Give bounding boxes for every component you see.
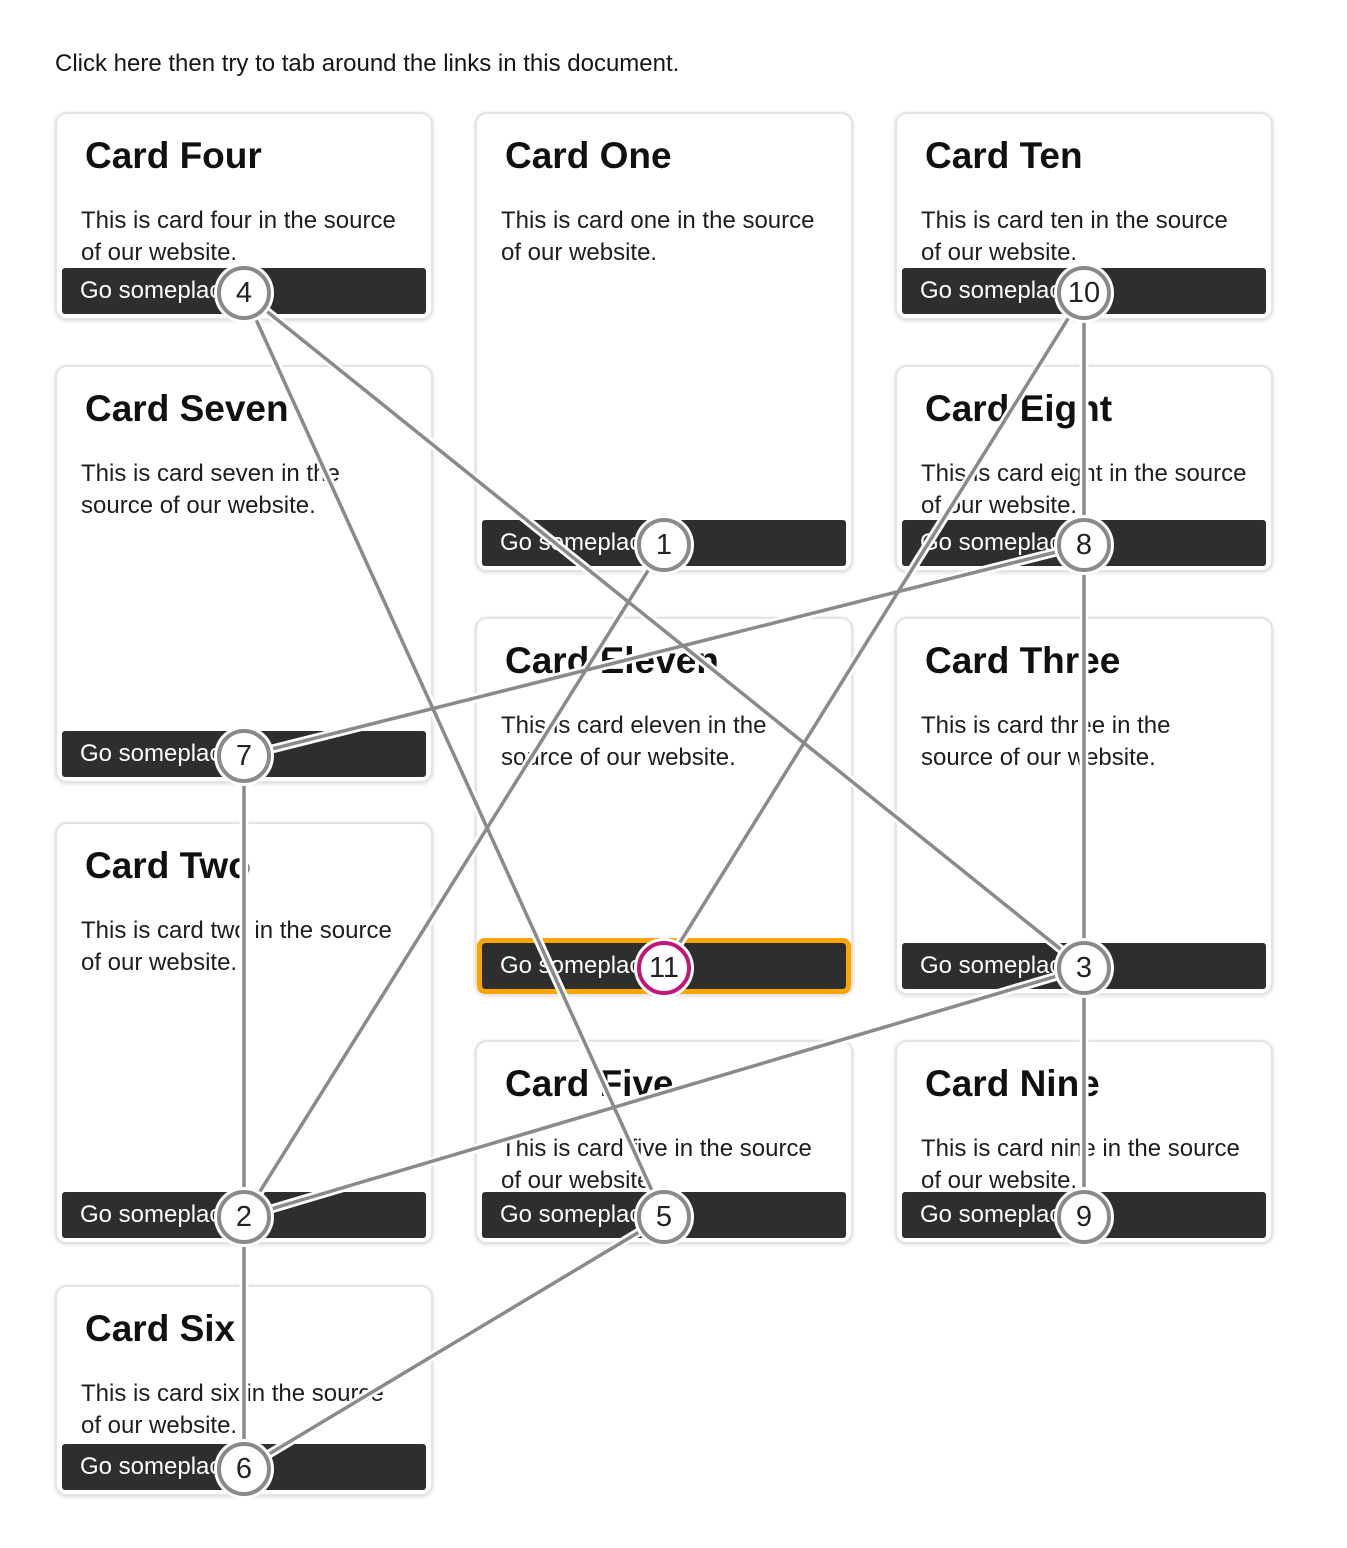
card-two: Card Two This is card two in the source …	[55, 822, 433, 1244]
card-two-body: This is card two in the source of our we…	[81, 917, 392, 976]
card-one: Card One This is card one in the source …	[475, 112, 853, 572]
card-three-body: This is card three in the source of our …	[921, 712, 1171, 771]
card-ten-body: This is card ten in the source of our we…	[921, 207, 1228, 266]
card-six-body: This is card six in the source of our we…	[81, 1380, 384, 1439]
tab-order-badge-5: 5	[637, 1190, 691, 1244]
tab-order-badge-2: 2	[217, 1190, 271, 1244]
card-eleven: Card Eleven This is card eleven in the s…	[475, 617, 853, 995]
tab-order-badge-11-current: 11	[637, 941, 691, 995]
tab-order-badge-10: 10	[1057, 266, 1111, 320]
card-one-title: Card One	[505, 135, 672, 176]
tab-order-badge-3: 3	[1057, 941, 1111, 995]
tab-order-badge-4: 4	[217, 266, 271, 320]
tab-order-badge-7: 7	[217, 729, 271, 783]
card-five-title: Card Five	[505, 1063, 674, 1104]
card-eight-title: Card Eight	[925, 388, 1113, 429]
card-nine-title: Card Nine	[925, 1063, 1100, 1104]
card-six-title: Card Six	[85, 1308, 236, 1349]
card-four: Card Four This is card four in the sourc…	[55, 112, 433, 320]
card-nine-body: This is card nine in the source of our w…	[921, 1135, 1240, 1194]
card-one-body: This is card one in the source of our we…	[501, 207, 815, 266]
card-eleven-body: This is card eleven in the source of our…	[501, 712, 767, 771]
card-ten-title: Card Ten	[925, 135, 1083, 176]
card-seven-body: This is card seven in the source of our …	[81, 460, 340, 519]
card-three-title: Card Three	[925, 640, 1121, 681]
card-two-title: Card Two	[85, 845, 251, 886]
card-seven-title: Card Seven	[85, 388, 289, 429]
card-five-body: This is card five in the source of our w…	[501, 1135, 812, 1194]
card-four-body: This is card four in the source of our w…	[81, 207, 396, 266]
instruction-text[interactable]: Click here then try to tab around the li…	[55, 50, 680, 77]
card-eleven-title: Card Eleven	[505, 640, 719, 681]
tab-order-badge-9: 9	[1057, 1190, 1111, 1244]
card-seven: Card Seven This is card seven in the sou…	[55, 365, 433, 783]
card-three: Card Three This is card three in the sou…	[895, 617, 1273, 995]
tab-order-badge-6: 6	[217, 1442, 271, 1496]
tab-order-badge-8: 8	[1057, 518, 1111, 572]
card-eight-body: This is card eight in the source of our …	[921, 460, 1247, 519]
card-four-title: Card Four	[85, 135, 262, 176]
tab-order-badge-1: 1	[637, 518, 691, 572]
